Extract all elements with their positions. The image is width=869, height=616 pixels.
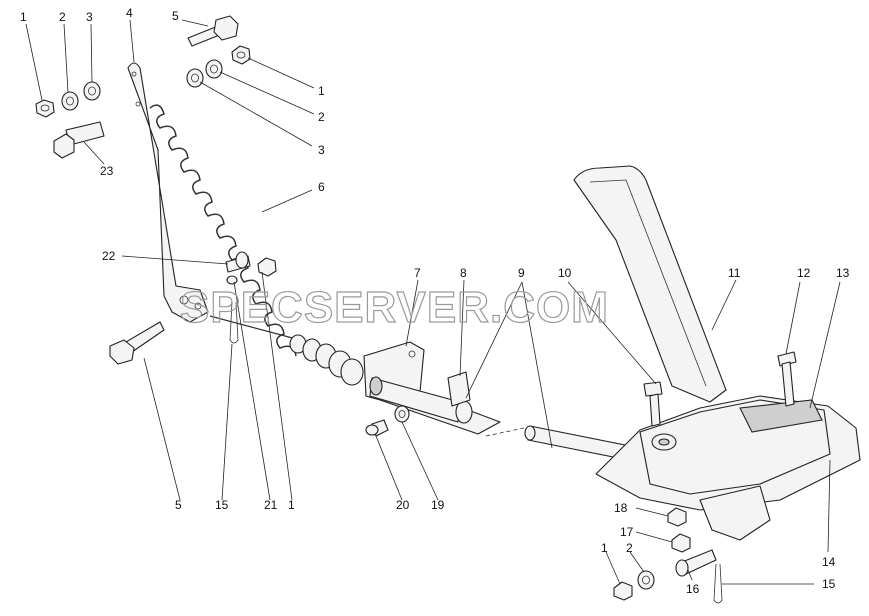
clip-8 [447,371,471,407]
callout-label: 11 [728,266,741,280]
callout-label: 1 [20,10,27,24]
nut-top-left [35,99,55,118]
lever-4 [127,62,209,323]
pin-12 [777,351,797,407]
callout-label: 1 [288,498,295,512]
callout-label: 8 [460,266,467,280]
callout-label: 21 [264,498,278,512]
callout-label: 5 [175,498,182,512]
control-rod [209,315,364,386]
washer-top-center [186,68,204,88]
callout-label: 15 [822,577,836,591]
nut-middle [257,257,277,277]
callout-label: 12 [797,266,811,280]
pedal-11 [573,165,727,403]
bolt-10 [643,381,663,427]
nut-18 [667,507,687,527]
callout-label: 1 [601,541,608,555]
leader-lines [25,19,841,585]
callout-label: 6 [318,180,325,194]
callout-label: 5 [172,9,179,23]
callout-label: 2 [626,541,633,555]
callout-label: 1 [318,84,325,98]
bolt-5-top [187,15,239,47]
callout-label: 3 [86,10,93,24]
callout-label: 22 [102,249,116,263]
callout-label: 14 [822,555,836,569]
callout-label: 23 [100,164,114,178]
washer-21 [226,275,238,285]
callout-label: 10 [558,266,572,280]
stud-23 [53,121,105,159]
pin-22 [225,251,251,273]
pedal-housing [595,395,861,541]
spring-6 [149,104,297,357]
washer-top-left [83,81,101,101]
pin-16 [675,549,717,577]
callout-label: 2 [59,10,66,24]
washer-bottom [637,570,655,590]
callout-label: 20 [396,498,410,512]
lock-washer-top-left [61,91,79,111]
nut-bottom [613,581,633,601]
cotter-pin-15-right [713,563,723,604]
callout-label: 13 [836,266,850,280]
lock-washer-top-center [205,59,223,79]
callout-label: 9 [518,266,525,280]
callout-label: 18 [614,501,628,515]
nut-top-center [231,45,251,65]
callout-label: 2 [318,110,325,124]
callout-label: 7 [414,266,421,280]
bolt-5-bottom [109,321,165,365]
callout-label: 4 [126,6,133,20]
washer-19 [394,405,410,423]
watermark-text: SPECSERVER.COM [180,283,609,332]
callout-label: 3 [318,143,325,157]
callout-label: 16 [686,582,700,596]
sleeve-cylinder [369,376,473,424]
screw-20 [365,419,389,437]
cotter-pin-15-left [229,301,239,344]
callout-labels: 1 2 3 4 5 1 2 3 6 23 22 7 8 9 10 11 12 1… [20,6,850,596]
callout-label: 17 [620,525,634,539]
callout-label: 15 [215,498,229,512]
callout-label: 19 [431,498,445,512]
nut-17 [671,533,691,553]
